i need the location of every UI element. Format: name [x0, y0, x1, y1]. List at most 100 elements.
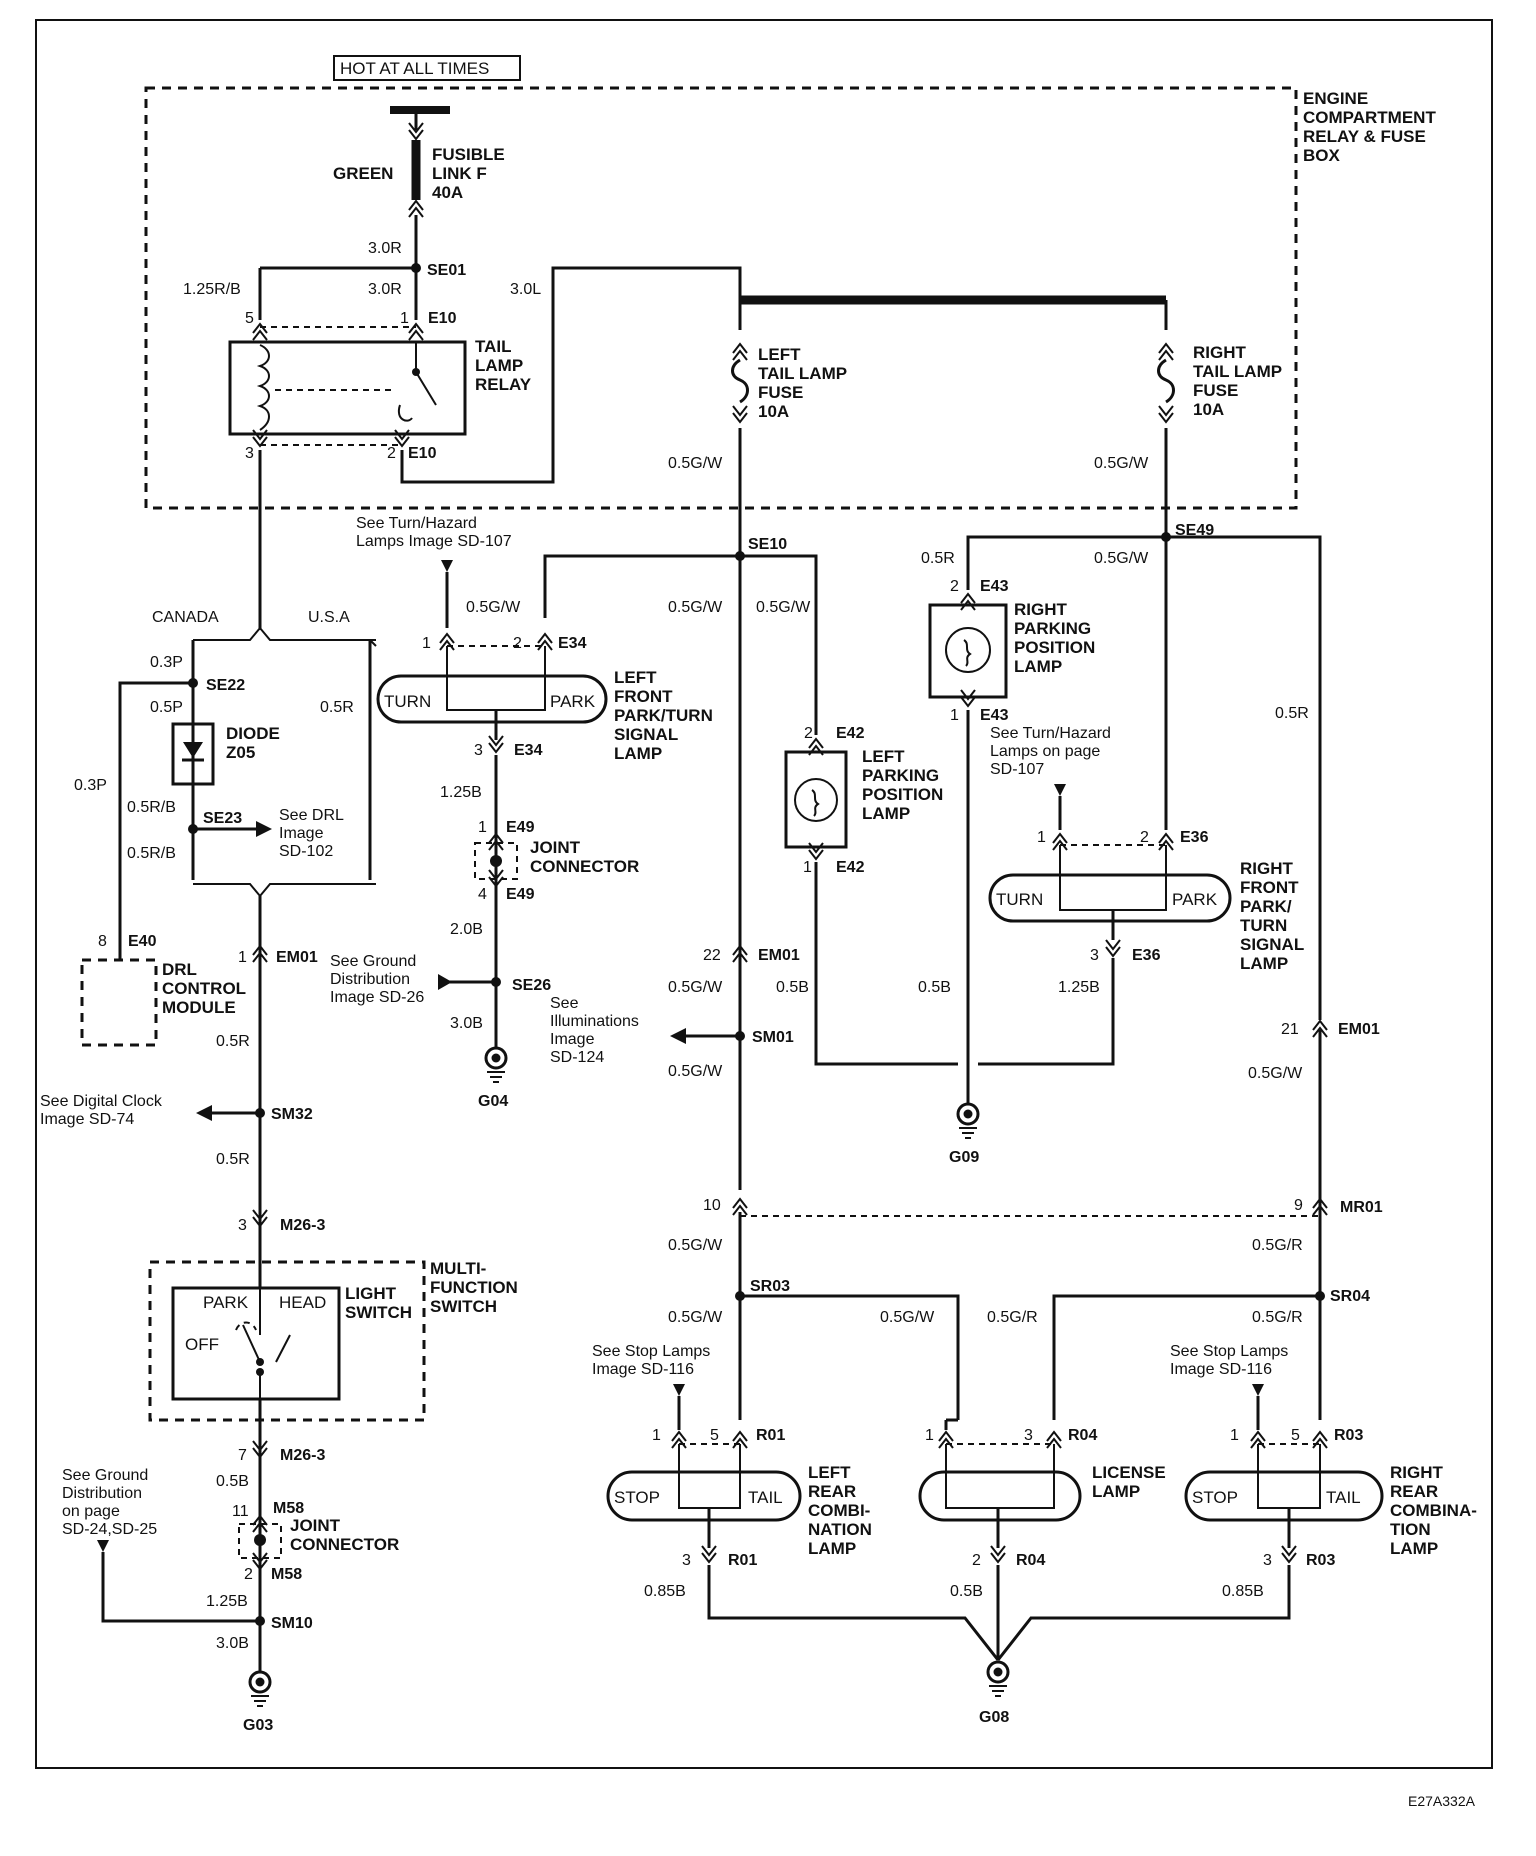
label-mf1: MULTI-: [430, 1259, 486, 1278]
label-w-03P-a: 0.3P: [150, 654, 183, 671]
label-turn-r: TURN: [996, 890, 1043, 909]
label-tl1: TAIL: [475, 337, 512, 356]
label-m58-2: 2: [244, 1566, 253, 1583]
label-lrc2: REAR: [808, 1482, 856, 1501]
label-w-05R-usa: 0.5R: [320, 699, 354, 716]
ground-g08: [986, 1660, 1010, 1698]
drl-control-module: 8 E40 DRL CONTROL MODULE: [80, 933, 246, 1047]
label-rfp2: FRONT: [1240, 878, 1299, 897]
label-w-05RB-b: 0.5R/B: [127, 845, 176, 862]
label-m263-lbl2: M26-3: [280, 1447, 325, 1464]
label-g08: G08: [979, 1709, 1009, 1726]
label-w-05GW-e: 0.5G/W: [1094, 550, 1149, 567]
label-w-05GW-h: 0.5G/W: [1248, 1065, 1303, 1082]
page-frame: [35, 19, 1493, 1769]
label-e40-8: 8: [98, 933, 107, 950]
label-park-sw: PARK: [203, 1293, 249, 1312]
label-lrc1: LEFT: [808, 1463, 851, 1482]
label-p2: 2: [387, 445, 396, 462]
label-tl3: RELAY: [475, 375, 532, 394]
label-se01: SE01: [427, 262, 466, 279]
label-w-05B-b: 0.5B: [918, 979, 951, 996]
label-rfp5: SIGNAL: [1240, 935, 1304, 954]
label-gd3: on page: [62, 1503, 120, 1520]
label-r03-lbl2: R03: [1306, 1552, 1335, 1569]
label-lfp5: LAMP: [614, 744, 662, 763]
label-e42-1: 1: [803, 859, 812, 876]
label-sr04: SR04: [1330, 1288, 1370, 1305]
label-e10b: E10: [408, 445, 437, 462]
tail-lamp-relay: 5 1 E10 3 2 E10 TAIL LAMP RELAY: [228, 310, 532, 462]
label-w-3-0R-b: 3.0R: [368, 281, 402, 298]
label-rpp4: LAMP: [1014, 657, 1062, 676]
label-e40-lbl: E40: [128, 933, 157, 950]
label-lf2: TAIL LAMP: [758, 364, 847, 383]
label-r03-1: 1: [1230, 1427, 1239, 1444]
label-rpp2: PARKING: [1014, 619, 1091, 638]
label-ill2: Illuminations: [550, 1013, 639, 1030]
label-lpp3: POSITION: [862, 785, 943, 804]
label-m58-11: 11: [232, 1503, 249, 1520]
left-tail-lamp-fuse: LEFT TAIL LAMP FUSE 10A: [731, 343, 847, 423]
label-w-20B: 2.0B: [450, 921, 483, 938]
diode-z05: DIODE Z05: [171, 722, 280, 786]
label-w-05GW-l: 0.5G/W: [668, 455, 723, 472]
label-w-30B-b: 3.0B: [216, 1635, 249, 1652]
ground-g09: [956, 1102, 980, 1140]
right-tail-lamp-fuse: RIGHT TAIL LAMP FUSE 10A: [1157, 343, 1282, 423]
label-w-05GW-r: 0.5G/W: [1094, 455, 1149, 472]
label-w-05RB-a: 0.5R/B: [127, 799, 176, 816]
label-th3: See Turn/Hazard: [990, 725, 1111, 742]
label-m263-7: 7: [238, 1447, 247, 1464]
label-w-05GW-g: 0.5G/W: [668, 1063, 723, 1080]
label-w-05GW-k: 0.5G/W: [880, 1309, 935, 1326]
label-jc3: JOINT: [290, 1516, 341, 1535]
label-e49-1: 1: [478, 819, 487, 836]
engine-compartment-box: ENGINE COMPARTMENT RELAY & FUSE BOX: [144, 86, 1436, 510]
label-rfp1: RIGHT: [1240, 859, 1294, 878]
label-stop-r: STOP: [1192, 1488, 1238, 1507]
label-r01-5: 5: [710, 1427, 719, 1444]
label-sm10: SM10: [271, 1615, 313, 1632]
label-e36-lbl2: E36: [1132, 947, 1161, 964]
label-th5: SD-107: [990, 761, 1044, 778]
label-jc4: CONNECTOR: [290, 1535, 399, 1554]
label-w-05GW-c: 0.5G/W: [668, 599, 723, 616]
label-ill4: SD-124: [550, 1049, 604, 1066]
label-e36-lbl: E36: [1180, 829, 1209, 846]
label-rf4: 10A: [1193, 400, 1224, 419]
label-lf1: LEFT: [758, 345, 801, 364]
label-box1: ENGINE: [1303, 89, 1368, 108]
label-park-r: PARK: [1172, 890, 1218, 909]
label-e49-lbl2: E49: [506, 886, 535, 903]
label-p3: 3: [245, 445, 254, 462]
label-r04-lbl2: R04: [1016, 1552, 1045, 1569]
label-ill3: Image: [550, 1031, 595, 1048]
label-rf2: TAIL LAMP: [1193, 362, 1282, 381]
label-mr01: MR01: [1340, 1199, 1383, 1216]
label-w-05R-right: 0.5R: [1275, 705, 1309, 722]
label-w-05R-e43: 0.5R: [921, 550, 955, 567]
label-se22: SE22: [206, 677, 245, 694]
left-parking-position-lamp: 2 E42 1 E42 LEFT PARKING POSITION LAMP: [784, 725, 943, 876]
label-e34-2: 2: [513, 635, 522, 652]
joint-connector-m58: 11 M58 JOINT CONNECTOR 2 M58: [232, 1500, 399, 1583]
label-mf3: SWITCH: [430, 1297, 497, 1316]
label-rf3: FUSE: [1193, 381, 1238, 400]
label-lpp1: LEFT: [862, 747, 905, 766]
label-rrc4: TION: [1390, 1520, 1431, 1539]
label-fl2: LINK F: [432, 164, 487, 183]
label-e34-lbl: E34: [558, 635, 587, 652]
label-rf1: RIGHT: [1193, 343, 1247, 362]
joint-connector-e49: 1 E49 JOINT CONNECTOR 4 E49: [474, 819, 639, 903]
label-sg2: Distribution: [330, 971, 410, 988]
left-front-park-turn-signal-lamp: 0.5G/W 1 2 E34 TURN PARK 3 E34 LEFT FRON…: [376, 599, 713, 763]
label-p5: 5: [245, 310, 254, 327]
label-ss1: See Stop Lamps: [592, 1343, 710, 1360]
label-rfp3: PARK/: [1240, 897, 1292, 916]
label-w-05R-b: 0.5R: [216, 1151, 250, 1168]
label-w-125RB: 1.25R/B: [183, 281, 241, 298]
label-g04: G04: [478, 1093, 508, 1110]
label-tl2: LAMP: [475, 356, 523, 375]
label-dc1: See Digital Clock: [40, 1093, 163, 1110]
